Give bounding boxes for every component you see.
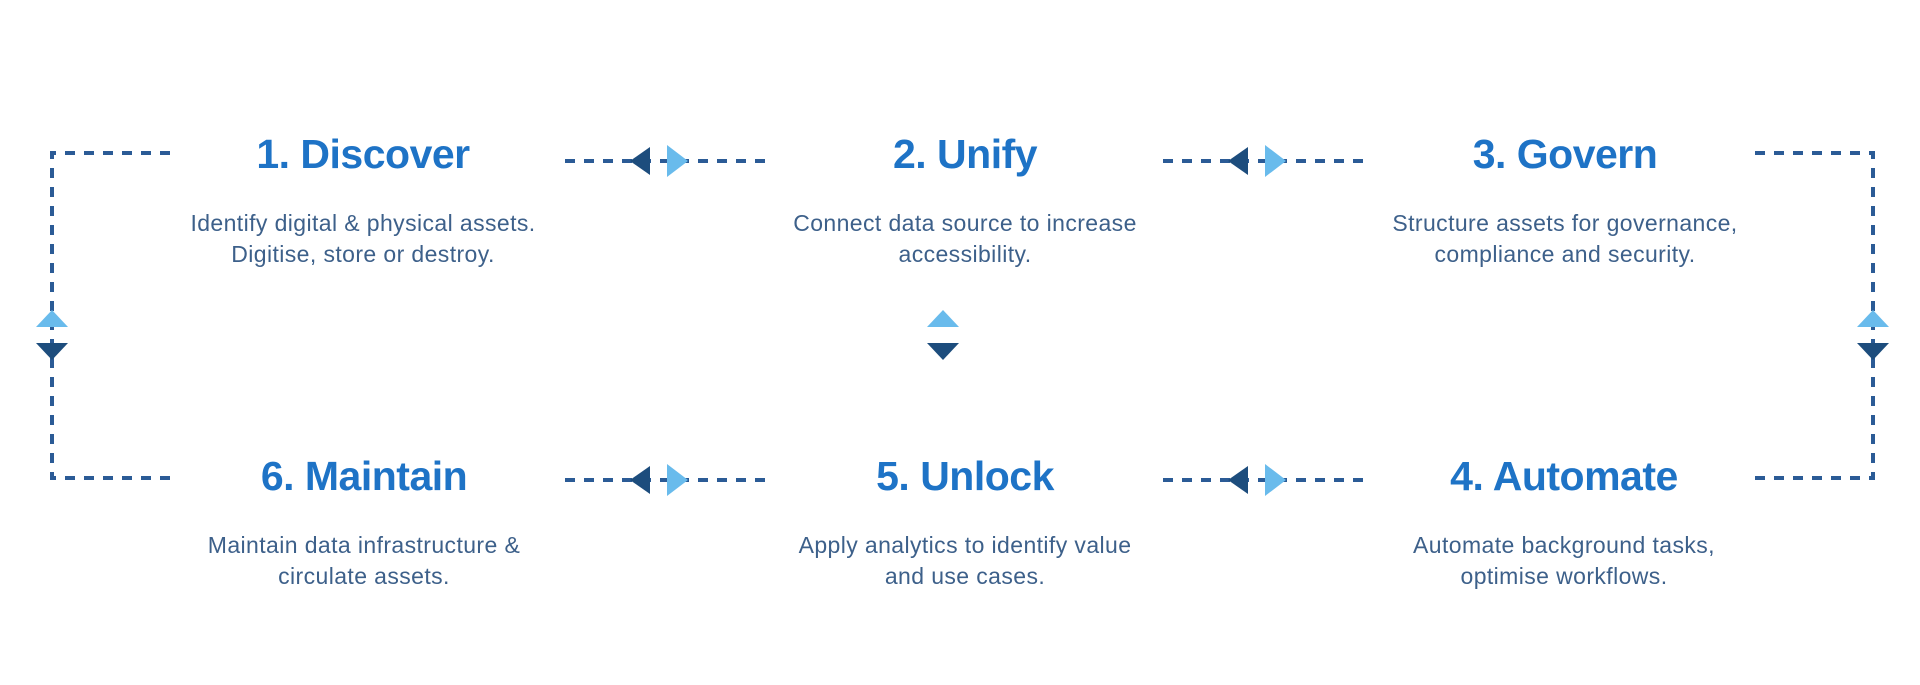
arrow-left-icon — [630, 147, 650, 175]
connector-unify-govern — [1163, 145, 1363, 177]
arrow-right-icon — [667, 145, 688, 177]
step-description-line1: Automate background tasks, — [1413, 532, 1715, 558]
step-title: 3. Govern — [1472, 131, 1658, 177]
step-description-line1: Identify digital & physical assets. — [190, 210, 536, 236]
step-description-line1: Apply analytics to identify value — [798, 532, 1132, 558]
step-title: 4. Automate — [1450, 453, 1678, 499]
step-unlock: 5. Unlock Apply analytics to identify va… — [685, 452, 1245, 592]
loop-right-dashed-line — [1755, 151, 1875, 480]
arrow-up-icon — [1857, 310, 1889, 327]
arrow-down-icon — [36, 343, 68, 360]
step-title: 6. Maintain — [260, 453, 468, 499]
connector-unify-unlock — [927, 310, 959, 360]
connector-maintain-unlock — [565, 464, 765, 496]
connector-discover-unify — [565, 145, 765, 177]
step-maintain: 6. Maintain Maintain data infrastructure… — [84, 452, 644, 592]
step-description: Connect data source to increase accessib… — [685, 208, 1245, 270]
arrow-down-icon — [1857, 343, 1889, 360]
step-description: Automate background tasks, optimise work… — [1284, 530, 1844, 592]
step-description: Maintain data infrastructure & circulate… — [84, 530, 644, 592]
step-description-line1: Connect data source to increase — [793, 210, 1137, 236]
step-description-line2: circulate assets. — [278, 563, 450, 589]
step-description-line2: and use cases. — [884, 563, 1046, 589]
arrow-down-icon — [927, 343, 959, 360]
loop-connector-left — [36, 151, 170, 480]
step-description: Structure assets for governance, complia… — [1285, 208, 1845, 270]
loop-left-dashed-line — [50, 151, 170, 480]
arrow-left-icon — [1228, 147, 1248, 175]
arrow-left-icon — [630, 466, 650, 494]
step-description-line2: accessibility. — [898, 241, 1032, 267]
arrow-up-icon — [36, 310, 68, 327]
step-automate: 4. Automate Automate background tasks, o… — [1284, 452, 1844, 592]
step-title: 1. Discover — [256, 131, 470, 177]
step-description-line2: Digitise, store or destroy. — [231, 241, 495, 267]
loop-connector-right — [1755, 151, 1889, 480]
step-title: 5. Unlock — [876, 453, 1054, 499]
arrow-up-icon — [927, 310, 959, 327]
step-description: Apply analytics to identify value and us… — [685, 530, 1245, 592]
arrow-left-icon — [1228, 466, 1248, 494]
step-discover: 1. Discover Identify digital & physical … — [83, 130, 643, 270]
step-title: 2. Unify — [892, 131, 1038, 177]
step-description-line1: Maintain data infrastructure & — [207, 532, 521, 558]
step-govern: 3. Govern Structure assets for governanc… — [1285, 130, 1845, 270]
arrow-right-icon — [667, 464, 688, 496]
step-description: Identify digital & physical assets. Digi… — [83, 208, 643, 270]
step-description-line2: optimise workflows. — [1460, 563, 1668, 589]
step-description-line2: compliance and security. — [1434, 241, 1696, 267]
step-unify: 2. Unify Connect data source to increase… — [685, 130, 1245, 270]
step-description-line1: Structure assets for governance, — [1392, 210, 1738, 236]
arrow-right-icon — [1265, 145, 1286, 177]
arrow-right-icon — [1265, 464, 1286, 496]
connector-unlock-automate — [1163, 464, 1363, 496]
